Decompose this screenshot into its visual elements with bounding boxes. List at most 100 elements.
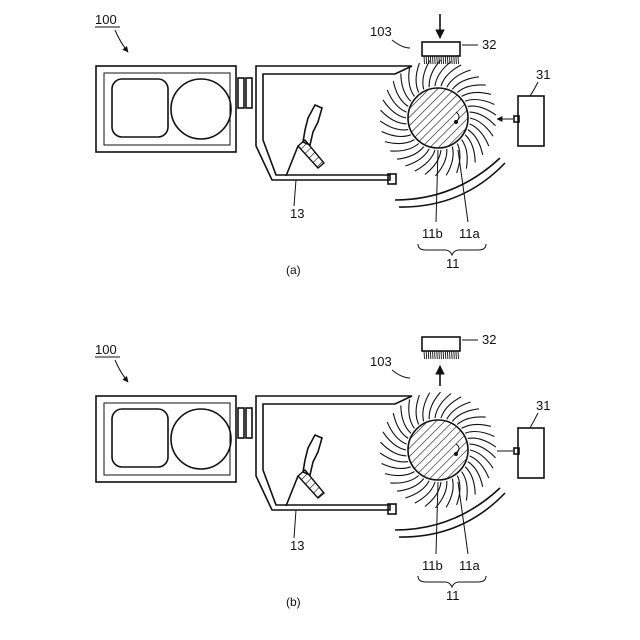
bristle <box>462 424 491 428</box>
brush-hair <box>454 56 455 64</box>
brush-hair <box>430 351 431 359</box>
brush-hair <box>437 351 438 359</box>
nozzle-stem-b <box>286 476 298 506</box>
bristle <box>416 395 419 424</box>
roller-guard-b <box>395 488 500 530</box>
roller-label-b: 11 <box>446 588 460 603</box>
outer-label-b: 11a <box>459 558 480 573</box>
brush-hair <box>424 56 425 64</box>
bristle <box>393 81 408 106</box>
roller-brace-a <box>418 244 486 255</box>
brush-hair <box>445 351 446 359</box>
nozzle-label-a: 13 <box>290 206 304 221</box>
left-housing-outer-b <box>96 396 236 482</box>
sensor-a: 31 <box>497 67 550 146</box>
brush-hair <box>439 56 440 64</box>
bristle <box>468 438 496 447</box>
brush-hair <box>458 56 459 64</box>
brush-hair <box>452 351 453 359</box>
sensor-leader-b <box>530 413 538 428</box>
roller-a <box>380 60 505 207</box>
bristle <box>390 476 418 484</box>
brush-hair <box>433 56 434 64</box>
brush-hair <box>447 351 448 359</box>
brush-hair <box>426 56 427 64</box>
device-leader-arrow-a <box>115 30 128 52</box>
nozzle-stem-a <box>286 146 298 176</box>
nozzle-label-b: 13 <box>290 538 304 553</box>
outer-leader-b <box>458 482 468 554</box>
roller-label-a: 11 <box>446 256 460 271</box>
roller-b <box>380 392 505 537</box>
disc-b <box>171 409 231 469</box>
bristle <box>409 399 415 428</box>
brush-hair <box>441 56 442 64</box>
bristle <box>468 462 483 487</box>
connector-plate-right-b <box>246 408 252 438</box>
right-housing-a <box>256 66 412 184</box>
inner-label-b: 11b <box>422 558 443 573</box>
rounded-block-a <box>112 79 168 137</box>
bristle <box>429 392 440 419</box>
bristle <box>465 100 494 105</box>
device-leader-arrow-b <box>115 360 128 382</box>
brush-hair <box>450 351 451 359</box>
figure-a: 100 13 <box>95 12 550 277</box>
bristle <box>393 413 408 438</box>
device-label-b: 100 <box>95 342 117 357</box>
caption-b: (b) <box>286 595 301 609</box>
brush-b: 32 <box>422 332 496 386</box>
nozzle-leader-a <box>294 180 296 206</box>
roller-brace-b <box>418 576 486 587</box>
left-compartment-a <box>96 66 236 152</box>
brush-hair <box>437 56 438 64</box>
brush-hair <box>456 56 457 64</box>
bristle <box>409 67 415 96</box>
left-compartment-b <box>96 396 236 482</box>
rounded-block-b <box>112 409 168 467</box>
brush-hair <box>433 351 434 359</box>
brush-hair <box>445 56 446 64</box>
brush-block-b <box>422 337 460 351</box>
connector-a <box>238 78 252 108</box>
brush-hair <box>424 351 425 359</box>
brush-label-a: 32 <box>482 37 496 52</box>
brush-hair <box>447 56 448 64</box>
brush-hair <box>426 351 427 359</box>
bristle <box>429 60 440 87</box>
bristle <box>457 85 485 93</box>
bristle <box>468 130 483 155</box>
bristle <box>465 432 494 437</box>
bristle <box>380 453 408 462</box>
brush-hair <box>439 351 440 359</box>
bristle <box>380 121 408 130</box>
opening-label-b: 103 <box>370 354 392 369</box>
bristle <box>462 92 491 96</box>
connector-b <box>238 408 252 438</box>
nozzle-tip-b <box>303 435 322 475</box>
sensor-window-a <box>514 116 519 122</box>
brush-hairs-b <box>424 351 459 359</box>
brush-hair <box>443 56 444 64</box>
nozzle-tip-a <box>303 105 322 145</box>
bristle <box>416 63 419 92</box>
disc-a <box>171 79 231 139</box>
brush-label-b: 32 <box>482 332 496 347</box>
nozzle-a: 13 <box>286 105 324 221</box>
brush-hair <box>450 56 451 64</box>
brush-hair <box>454 351 455 359</box>
caption-a: (a) <box>286 263 301 277</box>
outer-label-a: 11a <box>459 226 480 241</box>
brush-hairs-a <box>424 56 459 64</box>
figure-b: 100 13 <box>95 332 550 609</box>
brush-hair <box>441 351 442 359</box>
brush-block-a <box>422 42 460 56</box>
right-housing-wall-a <box>256 66 412 180</box>
bristle <box>382 464 411 469</box>
sensor-window-b <box>514 448 519 454</box>
brush-hair <box>428 56 429 64</box>
right-housing-b <box>256 396 412 514</box>
brush-hair <box>456 351 457 359</box>
sensor-label-a: 31 <box>536 67 550 82</box>
